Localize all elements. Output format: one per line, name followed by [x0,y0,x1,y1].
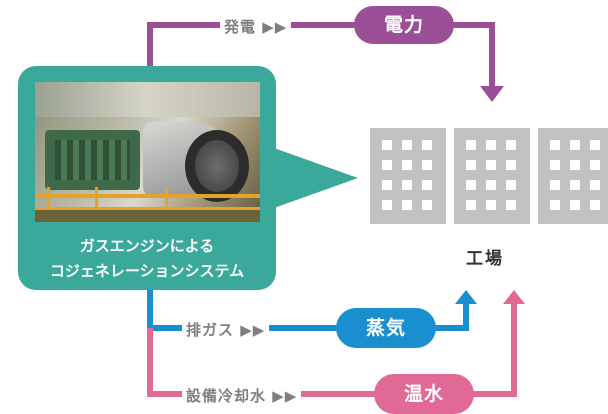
hot-water-arrow-head [503,290,525,304]
steam-badge: 蒸気 [336,308,436,348]
factory-building [454,128,530,224]
factory-building [370,128,446,224]
exhaust-flow-label: 排ガス ▶▶ [182,319,270,340]
factory-building [538,128,608,224]
cogeneration-system-label: ガスエンジンによる コジェネレーションシステム [18,234,276,284]
power-arrow-head [480,86,504,102]
factory-building-icon [370,128,608,224]
power-flow-line [147,22,495,92]
source-pointer [274,148,358,208]
steam-arrow-head [455,290,477,304]
cooling-flow-line [147,304,517,397]
electricity-badge: 電力 [354,6,454,44]
exhaust-flow-line [147,290,469,331]
factory-label: 工場 [466,249,504,269]
cogeneration-system-box: ガスエンジンによる コジェネレーションシステム [18,66,276,290]
power-flow-label: 発電 ▶▶ [220,16,292,37]
cooling-flow-label: 設備冷却水 ▶▶ [182,385,302,406]
gas-engine-photo [35,82,260,222]
hot-water-badge: 温水 [374,374,474,414]
source-label-line2: コジェネレーションシステム [49,262,245,280]
source-label-line1: ガスエンジンによる [79,237,215,255]
